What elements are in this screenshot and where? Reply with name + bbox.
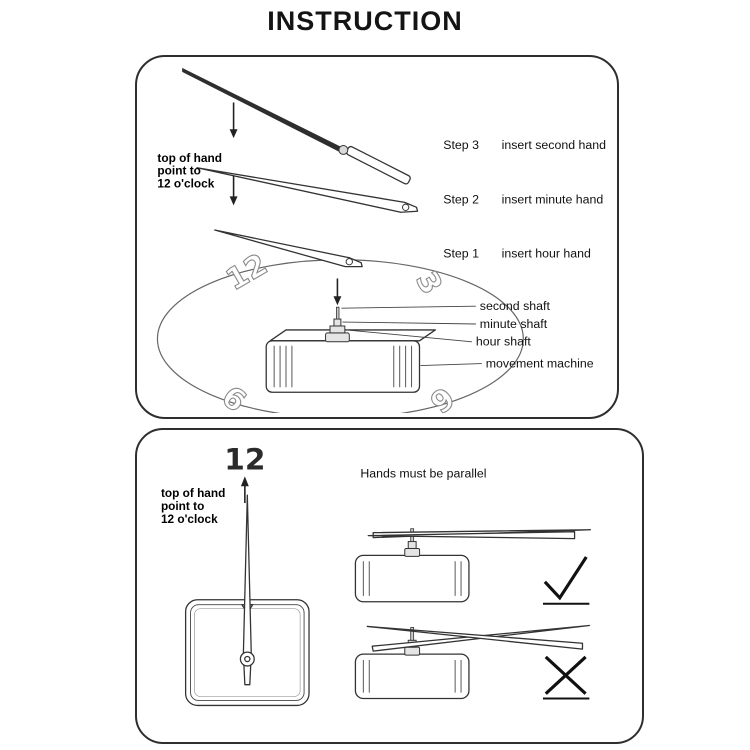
svg-text:insert minute hand: insert minute hand [502,192,604,206]
svg-text:insert hour hand: insert hour hand [502,247,591,261]
clock-number-12: 12 [220,246,273,297]
svg-text:point to: point to [161,499,204,513]
svg-text:12 o'clock: 12 o'clock [157,177,214,191]
svg-text:top of hand: top of hand [161,486,225,500]
step-2-label: Step 2 insert minute hand [443,192,603,206]
movement-front-view [184,494,310,707]
down-arrow-icon [229,102,238,139]
svg-text:insert second hand: insert second hand [502,138,607,152]
minute-hand-hole [401,203,410,211]
clock-number-3: 3 [409,265,450,300]
non-parallel-hands-figure [354,624,591,700]
hand-needle [242,494,252,655]
down-arrow-icon [333,278,342,306]
checkmark-icon [542,556,590,605]
svg-text:12 o'clock: 12 o'clock [161,512,218,526]
down-arrow-icon [229,175,238,206]
machine-top-face [269,329,436,342]
svg-text:Step 1: Step 1 [443,247,479,261]
alignment-panel: 12 top of hand point to 12 o'clock Hands… [135,428,644,744]
machine-grooves [273,345,413,388]
orientation-note: top of hand point to 12 o'clock [157,151,222,191]
svg-text:Step 3: Step 3 [443,138,479,152]
alignment-diagram: 12 top of hand point to 12 o'clock Hands… [161,442,592,707]
minute-shaft-label: minute shaft [480,317,548,331]
second-hand-hub [338,145,349,155]
assembly-diagram: 12 3 9 6 [156,67,606,413]
step-3-label: Step 3 insert second hand [443,138,606,152]
hour-shaft [329,325,346,334]
hour-hand-hole [345,258,353,266]
hub-inner [244,655,251,663]
second-shaft [336,306,340,320]
shaft-base [325,332,350,343]
minute-shaft [333,318,342,327]
movement-machine [265,306,436,393]
second-hand [182,67,411,185]
assembly-panel: 12 3 9 6 [135,55,619,419]
step-1-label: Step 1 insert hour hand [443,247,591,261]
hour-hand [214,229,363,268]
parallel-caption: Hands must be parallel [360,466,486,480]
page-title: INSTRUCTION [267,6,463,36]
svg-text:point to: point to [157,164,200,178]
hour-hand [367,531,576,540]
orientation-note: top of hand point to 12 o'clock [161,486,225,526]
hour-shaft-label: hour shaft [476,335,532,349]
svg-text:Step 2: Step 2 [443,192,479,206]
up-arrow-icon [240,476,249,504]
clock-number-12: 12 [224,442,265,476]
clock-number-9: 9 [216,378,254,413]
second-shaft-label: second shaft [480,299,551,313]
parallel-hands-figure [354,528,592,603]
hour-hand [366,625,584,650]
x-mark-icon [542,655,590,700]
svg-text:top of hand: top of hand [157,151,222,165]
movement-machine-label: movement machine [486,357,594,371]
hand-tail [243,663,252,686]
machine-front-face [265,340,421,393]
minute-hand [196,167,419,213]
pointer-lines [341,305,482,366]
